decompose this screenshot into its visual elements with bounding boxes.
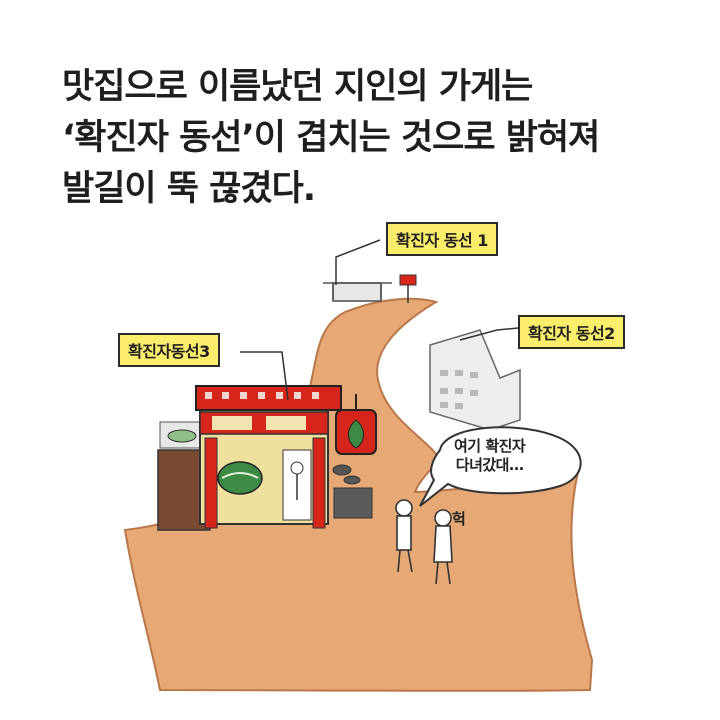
- route-label-3: 확진자동선3: [118, 333, 220, 367]
- route-label-1: 확진자 동선 1: [386, 222, 498, 256]
- caption-line-2: ‘확진자 동선’이 겹치는 것으로 밝혀져: [62, 118, 600, 158]
- gasp-sound-effect: 헉: [452, 510, 466, 528]
- person-1: [395, 499, 413, 573]
- distant-gate: [323, 282, 392, 302]
- speech-bubble-text: 여기 확진자 다녀갔대…: [454, 437, 526, 475]
- caption-line-3: 발길이 뚝 끊겼다.: [62, 169, 316, 209]
- restaurant: [157, 385, 377, 531]
- speech-line-2: 다녀갔대…: [455, 456, 524, 474]
- caption: 맛집으로 이름났던 지인의 가게는 ‘확진자 동선’이 겹치는 것으로 밝혀져 …: [62, 62, 702, 215]
- speech-bubble-shape: [419, 426, 582, 507]
- apartment-building: [429, 329, 521, 431]
- caption-line-1: 맛집으로 이름났던 지인의 가게는: [62, 67, 533, 107]
- speech-line-1: 여기 확진자: [454, 437, 526, 455]
- route-label-2: 확진자 동선2: [518, 315, 625, 349]
- red-sign-post: [399, 274, 417, 286]
- person-2: [433, 509, 453, 585]
